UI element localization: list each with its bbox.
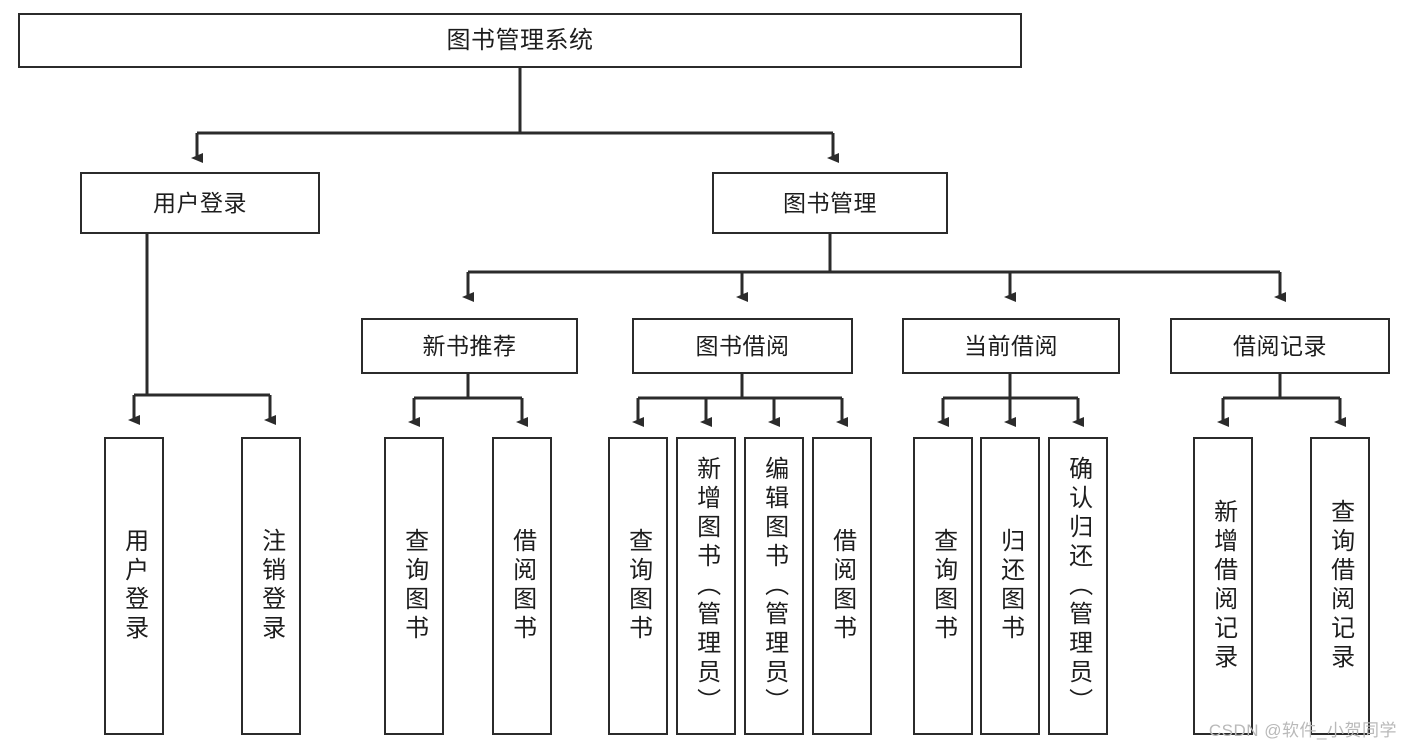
node-label: 确认归还（管理员） bbox=[1064, 455, 1092, 717]
node-label: 当前借阅 bbox=[964, 332, 1058, 359]
csdn-watermark: CSDN @软件_小贺同学 bbox=[1208, 721, 1397, 740]
node-root-system[interactable]: 图书管理系统 bbox=[18, 13, 1022, 68]
node-label: 图书借阅 bbox=[695, 332, 790, 359]
leaf-new-book-query[interactable]: 查询图书 bbox=[384, 437, 444, 735]
leaf-new-book-borrow[interactable]: 借阅图书 bbox=[492, 437, 552, 735]
node-label: 借阅图书 bbox=[828, 528, 856, 644]
node-label: 用户登录 bbox=[120, 528, 148, 644]
leaf-book-borrow-add[interactable]: 新增图书（管理员） bbox=[676, 437, 736, 735]
leaf-borrow-record-query[interactable]: 查询借阅记录 bbox=[1310, 437, 1370, 735]
leaf-current-borrow-return[interactable]: 归还图书 bbox=[980, 437, 1040, 735]
leaf-book-borrow-borrow[interactable]: 借阅图书 bbox=[812, 437, 872, 735]
node-label: 注销登录 bbox=[257, 528, 285, 644]
leaf-current-borrow-confirm-return[interactable]: 确认归还（管理员） bbox=[1048, 437, 1108, 735]
node-label: 图书管理 bbox=[783, 189, 877, 216]
node-book-management[interactable]: 图书管理 bbox=[712, 172, 948, 234]
leaf-user-login-login[interactable]: 用户登录 bbox=[104, 437, 164, 735]
leaf-user-login-logout[interactable]: 注销登录 bbox=[241, 437, 301, 735]
node-label: 查询图书 bbox=[400, 528, 428, 644]
node-book-borrow[interactable]: 图书借阅 bbox=[632, 318, 853, 374]
leaf-book-borrow-query[interactable]: 查询图书 bbox=[608, 437, 668, 735]
leaf-borrow-record-add[interactable]: 新增借阅记录 bbox=[1193, 437, 1253, 735]
node-label: 新增图书（管理员） bbox=[692, 455, 720, 717]
node-label: 归还图书 bbox=[996, 528, 1024, 644]
node-current-borrow[interactable]: 当前借阅 bbox=[902, 318, 1120, 374]
node-borrow-record[interactable]: 借阅记录 bbox=[1170, 318, 1390, 374]
node-label: 借阅记录 bbox=[1233, 332, 1327, 359]
node-label: 图书管理系统 bbox=[446, 26, 594, 54]
node-label: 查询图书 bbox=[929, 528, 957, 644]
node-label: 查询借阅记录 bbox=[1326, 499, 1354, 673]
leaf-current-borrow-query[interactable]: 查询图书 bbox=[913, 437, 973, 735]
node-label: 新增借阅记录 bbox=[1209, 499, 1237, 673]
leaf-book-borrow-edit[interactable]: 编辑图书（管理员） bbox=[744, 437, 804, 735]
node-label: 借阅图书 bbox=[508, 528, 536, 644]
node-label: 新书推荐 bbox=[422, 332, 517, 359]
node-label: 编辑图书（管理员） bbox=[760, 455, 788, 717]
node-label: 查询图书 bbox=[624, 528, 652, 644]
node-label: 用户登录 bbox=[153, 189, 247, 216]
node-new-book-recommend[interactable]: 新书推荐 bbox=[361, 318, 578, 374]
node-user-login[interactable]: 用户登录 bbox=[80, 172, 320, 234]
